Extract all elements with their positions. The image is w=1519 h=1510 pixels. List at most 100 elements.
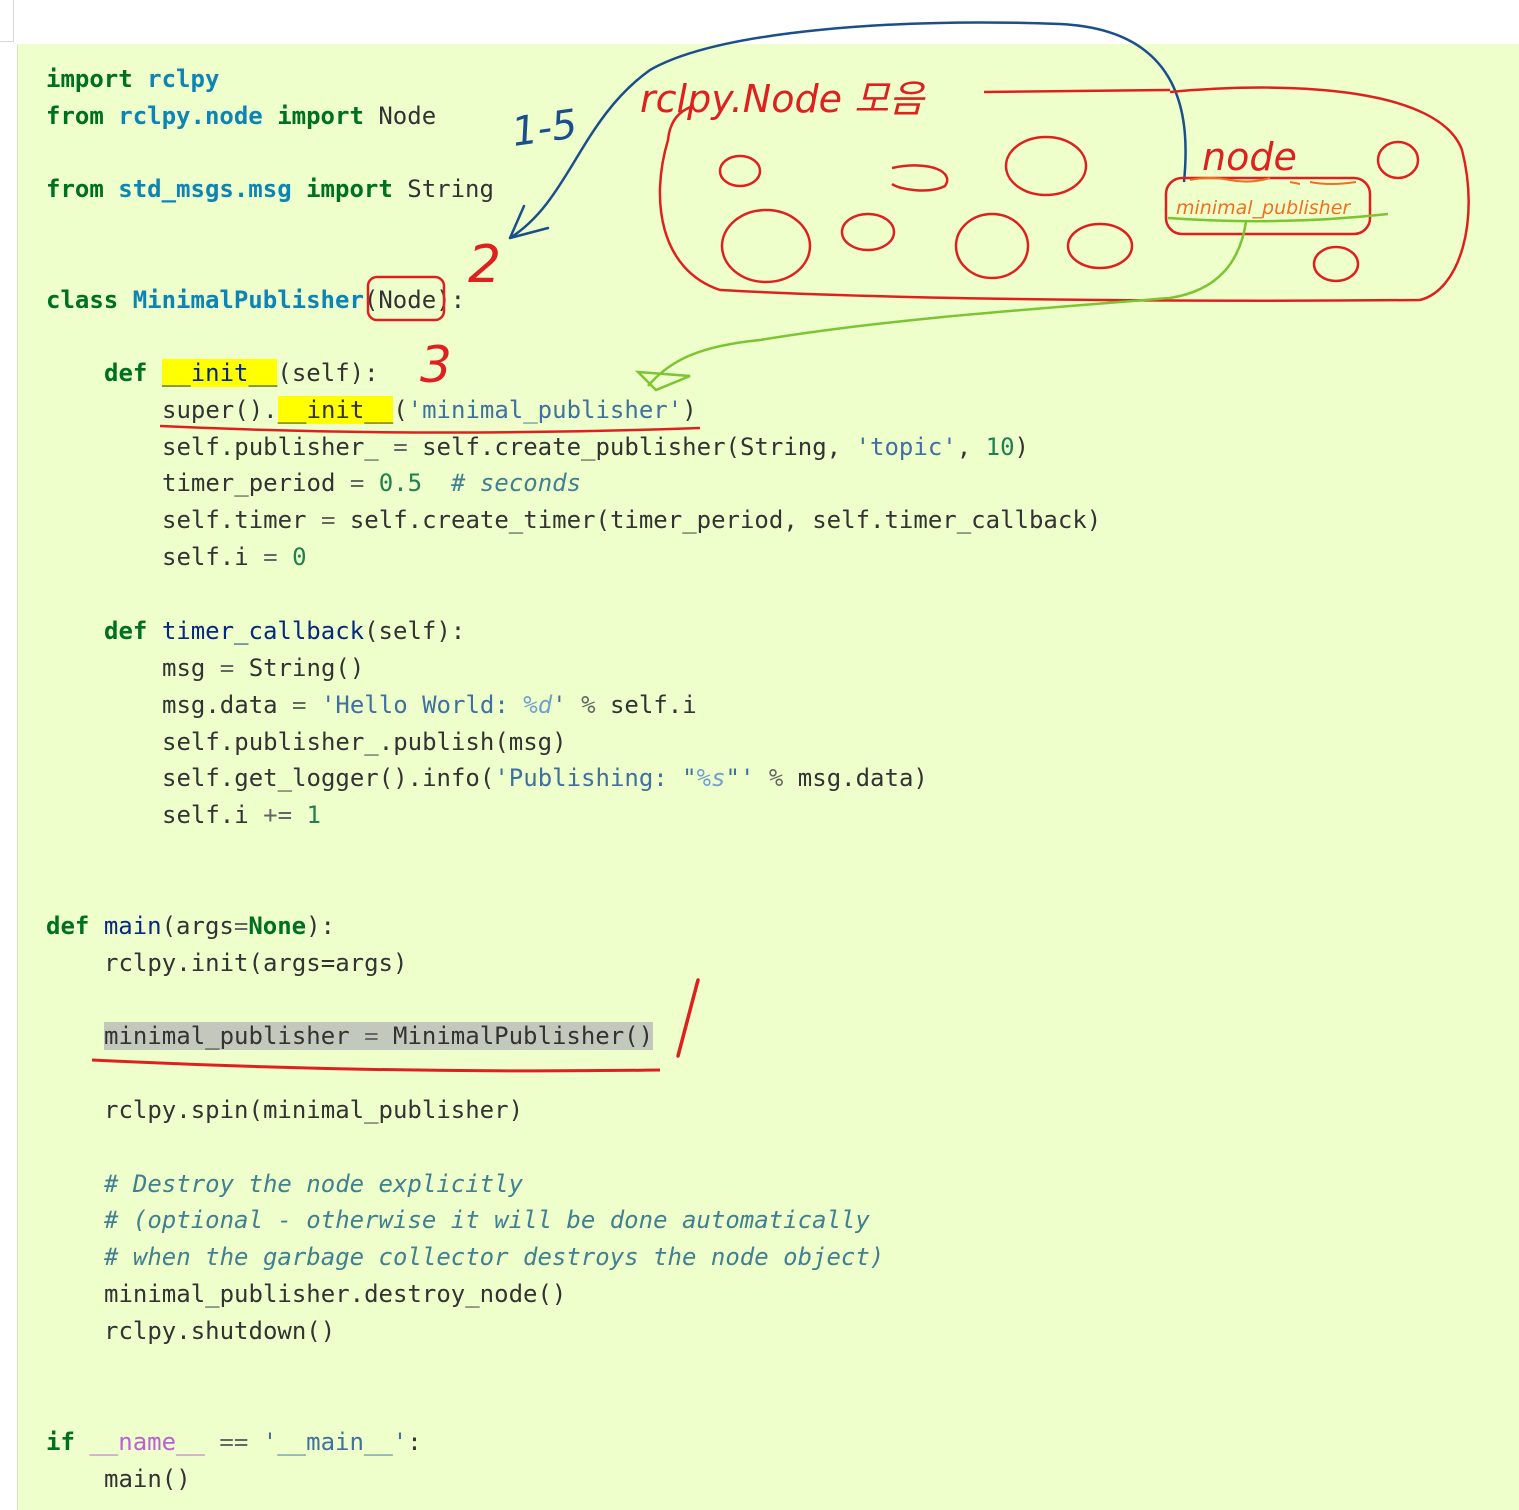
code-text: timer_period [162,469,350,497]
string-literal: ' [552,691,567,719]
number-literal: 10 [985,433,1015,461]
code-line-super-init: super().__init__('minimal_publisher') [162,395,697,425]
init-highlighted: __init__ [277,396,394,424]
number-literal: 0.5 [378,469,423,497]
code-line-main-call: main() [104,1464,191,1494]
code-text: self.i [595,691,697,719]
code-line-rclpy-init: rclpy.init(args=args) [104,948,407,978]
keyword: class [46,286,119,314]
code-line-msg-string: msg = String() [162,653,364,683]
code-line-class-def: class MinimalPublisher(Node): [46,285,465,315]
operator: % [768,764,784,792]
code-line-self-i-init: self.i = 0 [162,542,307,572]
top-left-border [0,0,14,42]
params: (args [161,912,234,940]
code-line-instantiate: minimal_publisher = MinimalPublisher() [104,1021,654,1051]
comment: # seconds [451,469,582,497]
paren: ) [436,286,451,314]
dunder-name: __name__ [89,1428,205,1456]
string-literal: 'minimal_publisher' [407,396,683,424]
keyword-none: None [248,912,307,940]
string-literal: 'Hello World: [320,691,524,719]
params: (self): [364,617,466,645]
code-text: self.timer [162,506,321,534]
number-literal: 0 [292,543,307,571]
function-name: timer_callback [161,617,365,645]
paren: ( [393,396,408,424]
code-line-from-rclpy-node: from rclpy.node import Node [46,101,436,131]
function-name-highlighted: __init__ [161,359,278,387]
function-name: main [103,912,162,940]
code-line-if-main: if __name__ == '__main__': [46,1427,422,1457]
params: (self): [277,359,379,387]
imported-name: String [407,175,494,203]
string-literal: 'topic' [855,433,957,461]
code-line-import-rclpy: import rclpy [46,64,219,94]
code-line-destroy: minimal_publisher.destroy_node() [104,1279,566,1309]
code-text: msg.data) [783,764,928,792]
code-line-shutdown: rclpy.shutdown() [104,1316,335,1346]
keyword: import [306,175,393,203]
format-spec: %s [696,764,726,792]
operator: = [364,1022,379,1050]
code-text: minimal_publisher [104,1022,365,1050]
operator: = [292,691,307,719]
code-text: rclpy.init(args=args) [104,949,408,977]
code-text: self.publisher_.publish(msg) [162,728,567,756]
code-line-create-timer: self.timer = self.create_timer(timer_per… [162,505,1101,535]
super-call: super(). [162,396,278,424]
keyword: def [104,359,148,387]
paren: ) [1014,433,1029,461]
string-literal: 'Publishing: " [494,764,697,792]
code-text: msg [162,654,220,682]
comment: # Destroy the node explicitly [104,1170,524,1198]
code-text: self.i [162,801,264,829]
code-text: , [956,433,986,461]
operator: = [233,912,249,940]
string-literal: '__main__' [262,1428,408,1456]
code-text: msg.data [162,691,293,719]
code-line-comment-2: # (optional - otherwise it will be done … [104,1205,870,1235]
keyword: from [46,102,104,130]
code-text: self.get_logger().info( [162,764,495,792]
code-text: main() [104,1465,191,1493]
code-line-spin: rclpy.spin(minimal_publisher) [104,1095,523,1125]
code-text: self.create_publisher(String, [407,433,856,461]
code-line-def-main: def main(args=None): [46,911,335,941]
module-name: rclpy.node [118,102,263,130]
module-name: std_msgs.msg [118,175,292,203]
imported-name: Node [378,102,437,130]
code-line-increment: self.i += 1 [162,800,321,830]
code-line-logger: self.get_logger().info('Publishing: "%s"… [162,763,928,793]
code-block: import rclpy from rclpy.node import Node… [17,44,1519,1510]
params: ): [306,912,336,940]
code-text: self.i [162,543,264,571]
keyword: if [46,1428,75,1456]
format-spec: %d [523,691,553,719]
operator: % [581,691,596,719]
operator: = [263,543,278,571]
comment: # (optional - otherwise it will be done … [104,1206,870,1234]
module-name: rclpy [147,65,220,93]
code-line-publish: self.publisher_.publish(msg) [162,727,567,757]
code-text: rclpy.shutdown() [104,1317,336,1345]
code-text: String() [234,654,365,682]
code-text: self.publisher_ [162,433,394,461]
base-class: Node [378,286,437,314]
comment: # when the garbage collector destroys th… [104,1243,885,1271]
colon: : [407,1428,422,1456]
code-line-create-publisher: self.publisher_ = self.create_publisher(… [162,432,1029,462]
code-line-comment-1: # Destroy the node explicitly [104,1169,523,1199]
code-line-from-std-msgs: from std_msgs.msg import String [46,174,494,204]
code-text: self.create_timer(timer_period, self.tim… [335,506,1102,534]
operator: += [263,801,293,829]
paren: ( [363,286,379,314]
keyword: def [46,912,90,940]
code-line-def-timer-callback: def timer_callback(self): [104,616,465,646]
keyword: import [46,65,133,93]
number-literal: 1 [306,801,321,829]
class-name: MinimalPublisher [132,286,364,314]
operator: = [349,469,365,497]
keyword: import [277,102,364,130]
